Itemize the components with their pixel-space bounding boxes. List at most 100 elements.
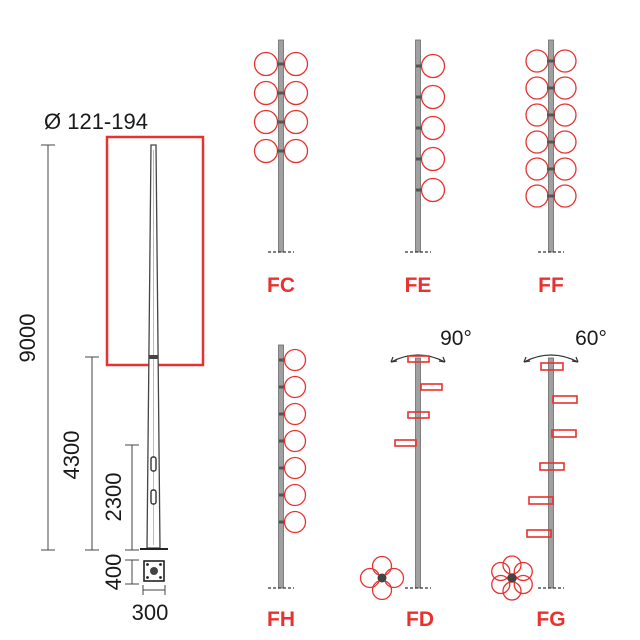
bracket-arm <box>416 126 422 130</box>
configuration-variants: FC FE FF FH 90° FD 60° FG <box>253 39 607 631</box>
bracket-arm <box>279 358 284 362</box>
total-height-label: 9000 <box>15 314 40 363</box>
bracket-arm <box>547 113 555 117</box>
floodlight-panel <box>420 383 443 391</box>
variant-pole <box>415 39 421 253</box>
floodlight-panel <box>528 496 554 505</box>
bracket-arm <box>547 167 555 171</box>
luminaire-ring <box>513 561 533 582</box>
pole-door-lower <box>150 489 157 505</box>
luminaire-ring <box>253 138 279 164</box>
variant-pole <box>548 357 554 589</box>
luminaire-ring <box>491 574 511 595</box>
bracket-arm <box>277 91 285 95</box>
arc-arrow-left <box>523 356 531 363</box>
floodlight-panel <box>526 529 552 538</box>
configuration-code: FH <box>267 608 295 631</box>
luminaire-ring <box>283 138 309 164</box>
bracket-arm <box>279 385 284 389</box>
luminaire-ring <box>371 579 393 601</box>
diameter-label: Ø 121-194 <box>44 109 148 134</box>
door-height-label: 2300 <box>101 473 126 522</box>
luminaire-ring <box>371 555 393 577</box>
luminaire-ring <box>283 429 307 453</box>
floodlight-panel <box>407 411 430 419</box>
luminaire-ring <box>553 103 577 127</box>
bracket-arm <box>547 59 555 63</box>
configuration-code: FE <box>405 274 432 297</box>
arc-arrow-left <box>390 356 398 363</box>
bracket-arm <box>277 120 285 124</box>
luminaire-ring <box>283 375 307 399</box>
variant-ff: FF <box>525 39 577 297</box>
luminaire-ring <box>283 80 309 106</box>
luminaire-ring <box>525 49 549 73</box>
luminaire-ring <box>525 157 549 181</box>
variant-pole <box>548 39 554 253</box>
plan-hub <box>377 573 387 583</box>
luminaire-ring <box>502 555 522 575</box>
floodlight-panel <box>551 429 577 438</box>
configuration-code: FG <box>536 608 565 631</box>
luminaire-ring <box>525 103 549 127</box>
arc-arrow-right <box>571 356 579 363</box>
configuration-code: FD <box>406 608 434 631</box>
luminaire-ring <box>553 49 577 73</box>
mid-height-label: 4300 <box>59 431 84 480</box>
variant-pole <box>415 357 421 589</box>
floodlight-panel <box>394 439 417 447</box>
arc-arrow-right <box>438 356 446 363</box>
luminaire-ring <box>491 561 511 582</box>
rotation-arc <box>390 354 446 363</box>
luminaire-ring <box>359 567 381 589</box>
luminaire-ring <box>420 115 446 141</box>
luminaire-ring <box>283 483 307 507</box>
luminaire-ring <box>420 177 446 203</box>
bracket-arm <box>416 64 422 68</box>
luminaire-ring <box>283 348 307 372</box>
bracket-arm <box>416 95 422 99</box>
luminaire-ring <box>420 84 446 110</box>
base-width-label: 300 <box>132 600 169 625</box>
bracket-arm <box>416 188 422 192</box>
luminaire-ring <box>283 402 307 426</box>
plan-hub <box>507 573 517 583</box>
bracket-arm <box>279 520 284 524</box>
bracket-arm <box>279 493 284 497</box>
bracket-arm <box>547 86 555 90</box>
luminaire-ring <box>420 146 446 172</box>
bracket-arm <box>547 140 555 144</box>
floodlight-panel <box>540 362 564 371</box>
luminaire-ring <box>513 574 533 595</box>
base-height-label: 400 <box>101 554 126 591</box>
bracket-arm <box>547 194 555 198</box>
variant-fd: 90° FD <box>359 327 472 631</box>
main-pole-drawing: Ø 121-194 9000 4300 2300 <box>15 109 205 625</box>
luminaire-ring <box>420 53 446 79</box>
pole-door-upper <box>150 456 157 472</box>
luminaire-ring <box>253 51 279 77</box>
variant-fe: FE <box>405 39 446 297</box>
configuration-code: FC <box>267 274 295 297</box>
bracket-arm <box>279 466 284 470</box>
bracket-arm <box>416 157 422 161</box>
rotation-arc <box>523 354 579 363</box>
luminaire-ring <box>283 456 307 480</box>
luminaire-ring <box>525 130 549 154</box>
rotation-angle-label: 90° <box>440 327 472 350</box>
variant-fg: 60° FG <box>491 327 607 631</box>
floodlight-panel <box>539 462 565 471</box>
bracket-arm <box>277 149 285 153</box>
bracket-arm <box>277 62 285 66</box>
bracket-arm <box>279 412 284 416</box>
luminaire-ring <box>553 157 577 181</box>
luminaire-ring <box>283 51 309 77</box>
luminaire-ring <box>253 109 279 135</box>
rotation-angle-label: 60° <box>575 327 607 350</box>
luminaire-ring <box>553 130 577 154</box>
luminaire-ring <box>525 184 549 208</box>
configuration-code: FF <box>538 274 564 297</box>
luminaire-ring <box>502 581 522 601</box>
luminaire-ring <box>553 184 577 208</box>
